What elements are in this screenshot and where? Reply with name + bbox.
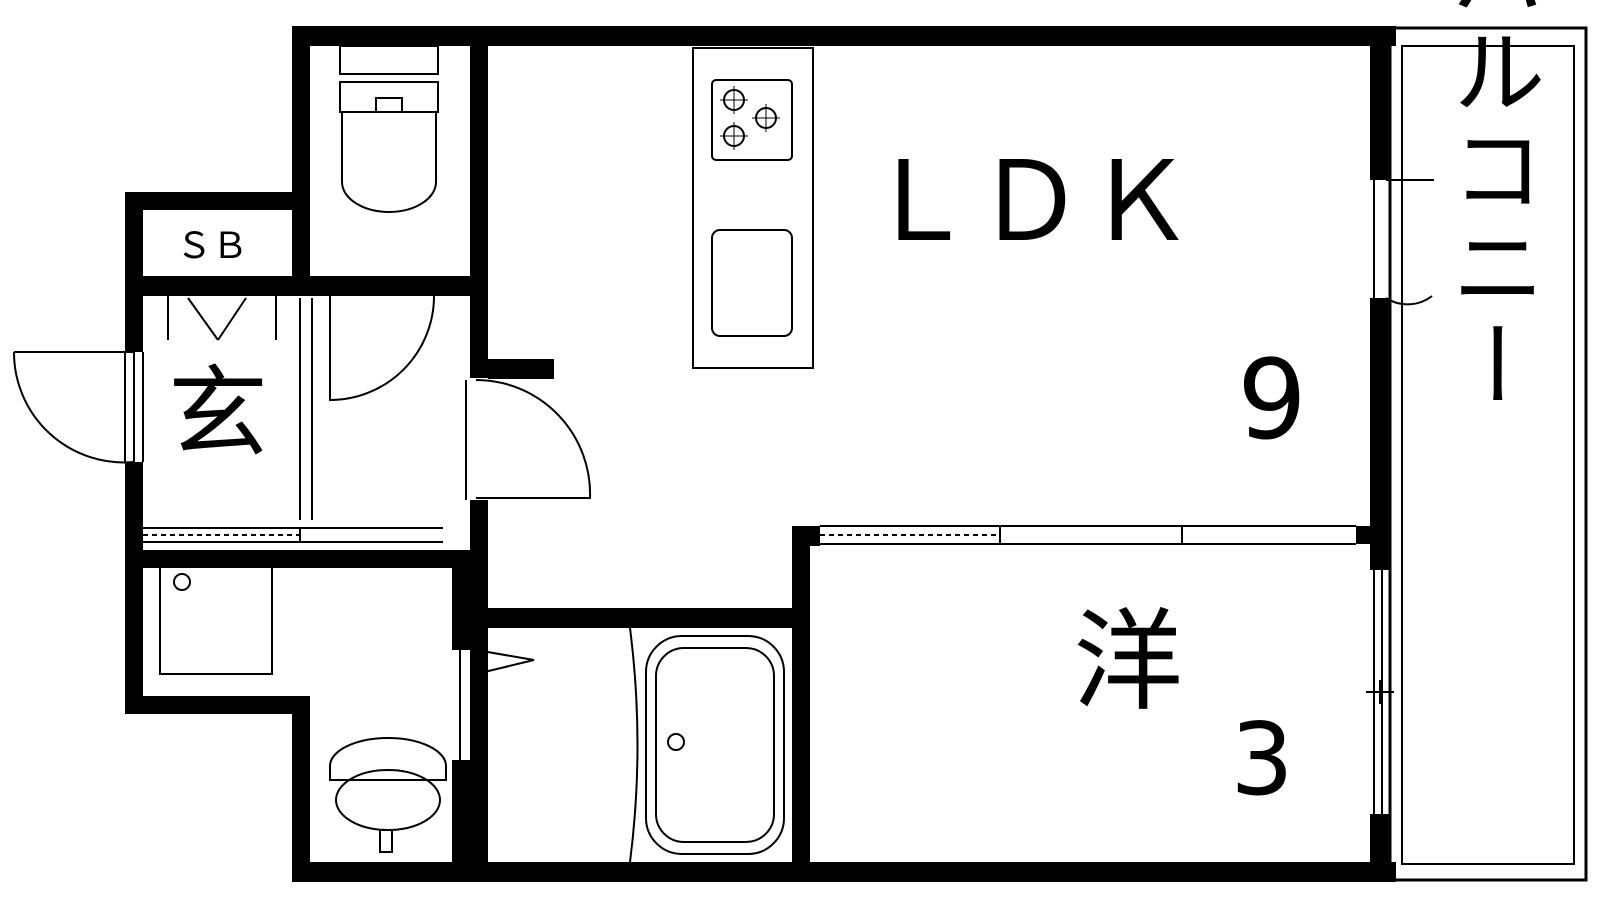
ldk-label: ＬＤＫ xyxy=(865,138,1195,266)
exterior-walls xyxy=(125,26,1396,882)
openings xyxy=(12,179,1434,814)
ldk-size: 9 xyxy=(1237,336,1307,464)
toilet-fixture xyxy=(339,45,439,213)
kitchen-counter xyxy=(692,47,814,369)
balcony-label: バルコニー xyxy=(1436,0,1545,415)
interior-walls xyxy=(143,26,1370,882)
washbasin xyxy=(329,737,447,853)
western-room-size: 3 xyxy=(1230,701,1294,818)
bathtub xyxy=(629,627,785,863)
shoe-box-label: ＳＢ xyxy=(176,226,248,267)
western-room-label: 洋 xyxy=(1073,598,1183,726)
washing-machine-pan xyxy=(159,559,273,675)
entrance-label: 玄 xyxy=(168,355,268,472)
